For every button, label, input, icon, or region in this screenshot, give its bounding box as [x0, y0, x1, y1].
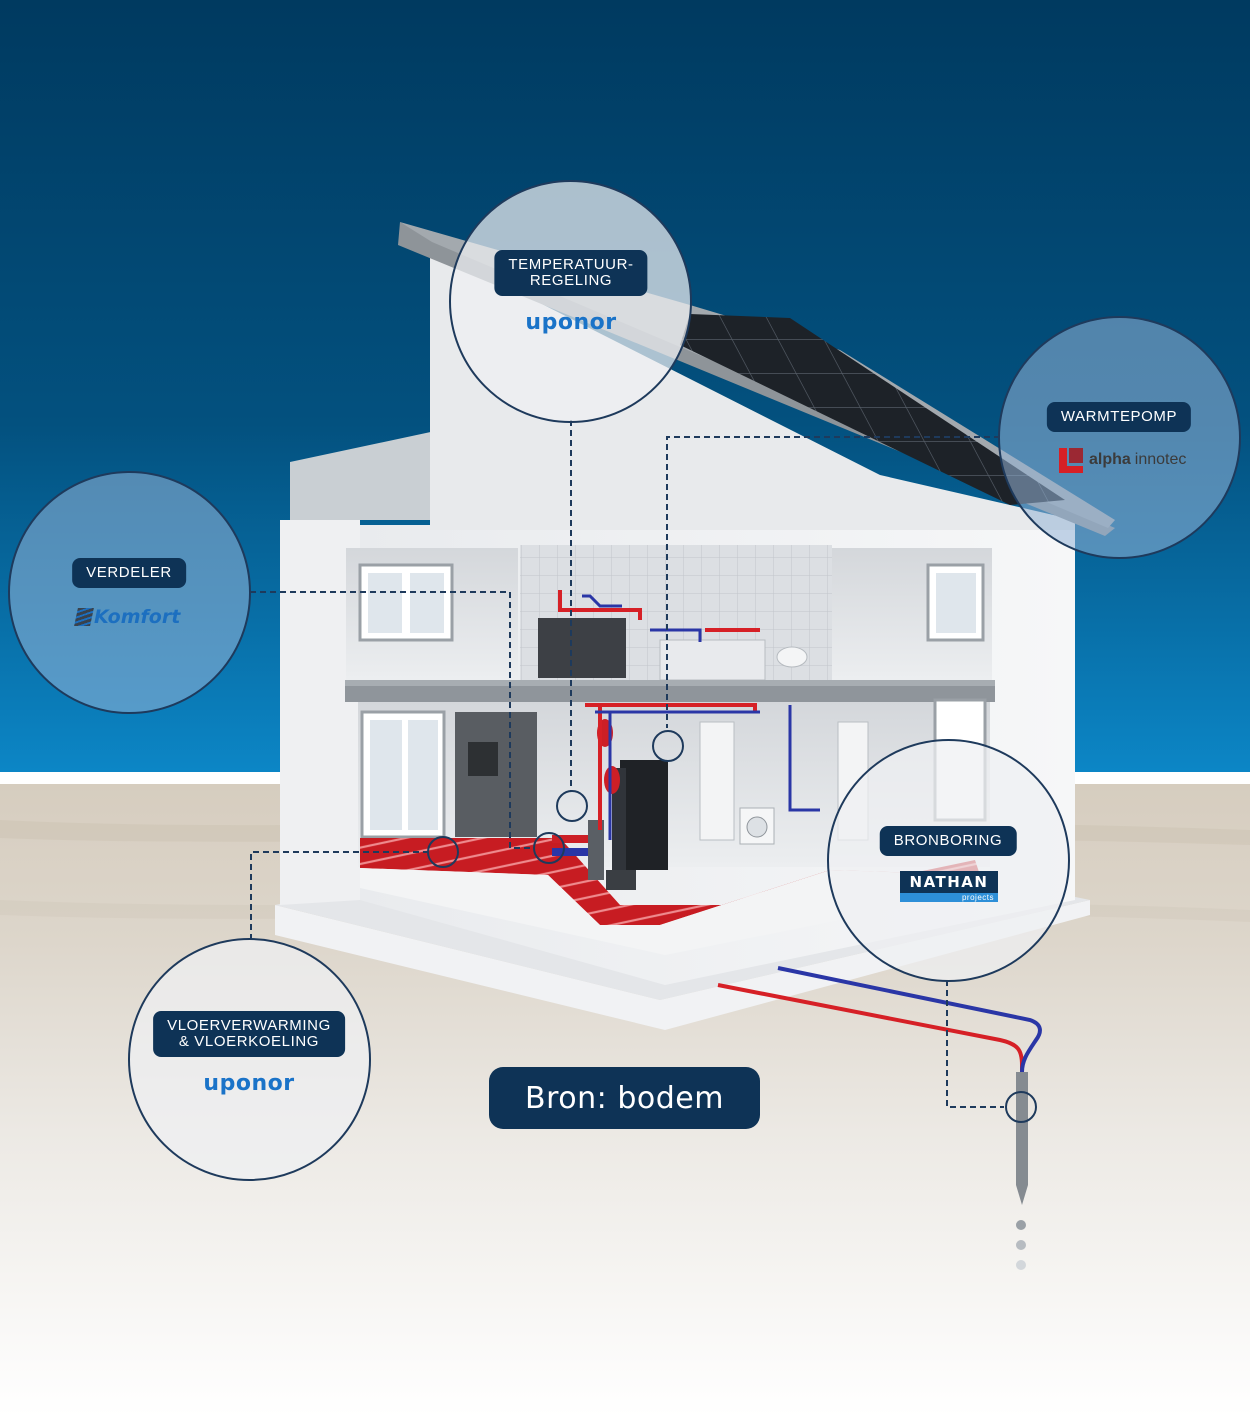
foundation-slab — [275, 900, 1090, 1030]
label-temperature-control: TEMPERATUUR- REGELING — [494, 250, 648, 296]
uponor-logo: uponor — [525, 310, 617, 335]
pipe-return — [582, 594, 820, 840]
nathan-logo: NATHAN projects — [900, 871, 998, 902]
depth-dot — [1016, 1240, 1026, 1250]
label-distributor: VERDELER — [72, 558, 186, 588]
label-line: TEMPERATUUR- — [508, 256, 634, 273]
label-line: REGELING — [529, 272, 613, 289]
callout-floor-system — [128, 938, 371, 1181]
ground-loop-blue — [777, 966, 1042, 1073]
uponor-logo: uponor — [203, 1071, 295, 1096]
underfloor-heating — [360, 838, 980, 925]
heat-pump-unit-icon — [620, 760, 668, 870]
alpha-innotec-mark-icon — [1059, 448, 1083, 473]
pipe-supply — [558, 590, 760, 830]
solar-panel-icon — [680, 314, 1065, 505]
callout-distributor — [8, 471, 251, 714]
label-borehole: BRONBORING — [879, 826, 1017, 856]
callout-heat-pump — [998, 316, 1241, 559]
komfort-mark-icon — [74, 608, 94, 626]
callout-borehole — [827, 739, 1070, 982]
connector-lines — [250, 420, 1004, 1108]
gable-wall — [430, 255, 1075, 530]
nathan-name: NATHAN — [900, 871, 998, 893]
focus-markers — [427, 730, 1037, 1123]
label-line: VLOERVERWARMING — [167, 1017, 331, 1034]
label-floor-system: VLOERVERWARMING & VLOERKOELING — [153, 1011, 345, 1057]
alpha-innotec-logo: alpha innotec — [1057, 446, 1186, 474]
label-heat-pump: WARMTEPOMP — [1046, 402, 1192, 432]
komfort-logo: Komfort — [74, 606, 181, 628]
komfort-text: Komfort — [94, 606, 181, 628]
rear-volume — [290, 430, 440, 520]
alpha-innotec-rest: innotec — [1134, 451, 1187, 468]
source-badge: Bron: bodem — [489, 1067, 760, 1129]
alpha-innotec-bold: alpha — [1089, 451, 1131, 468]
depth-dot — [1016, 1260, 1026, 1270]
toilet-icon — [776, 646, 808, 668]
label-line: & VLOERKOELING — [178, 1033, 320, 1050]
depth-dot — [1016, 1220, 1026, 1230]
left-wall — [280, 520, 360, 905]
borehole-probe-icon — [1016, 1072, 1028, 1205]
nathan-sub: projects — [900, 893, 998, 902]
callout-temperature-control — [449, 180, 692, 423]
